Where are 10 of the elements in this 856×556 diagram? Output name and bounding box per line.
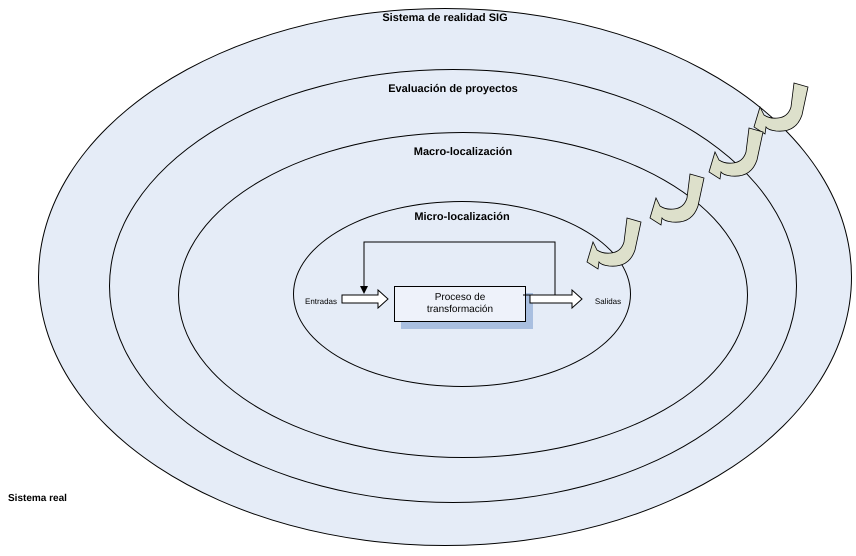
block-arrow <box>530 288 583 310</box>
region-title: Macro-localización <box>412 146 514 160</box>
region-title: Micro-localización <box>413 211 511 225</box>
flow-label: Salidas <box>588 295 628 309</box>
feedback-arrow <box>360 242 556 296</box>
block-arrow <box>342 288 389 310</box>
region-title: Evaluación de proyectos <box>387 83 519 97</box>
region-title: Sistema de realidad SIG <box>381 12 509 26</box>
flow-label: Entradas <box>298 295 344 309</box>
system-label: Sistema real <box>8 492 67 506</box>
